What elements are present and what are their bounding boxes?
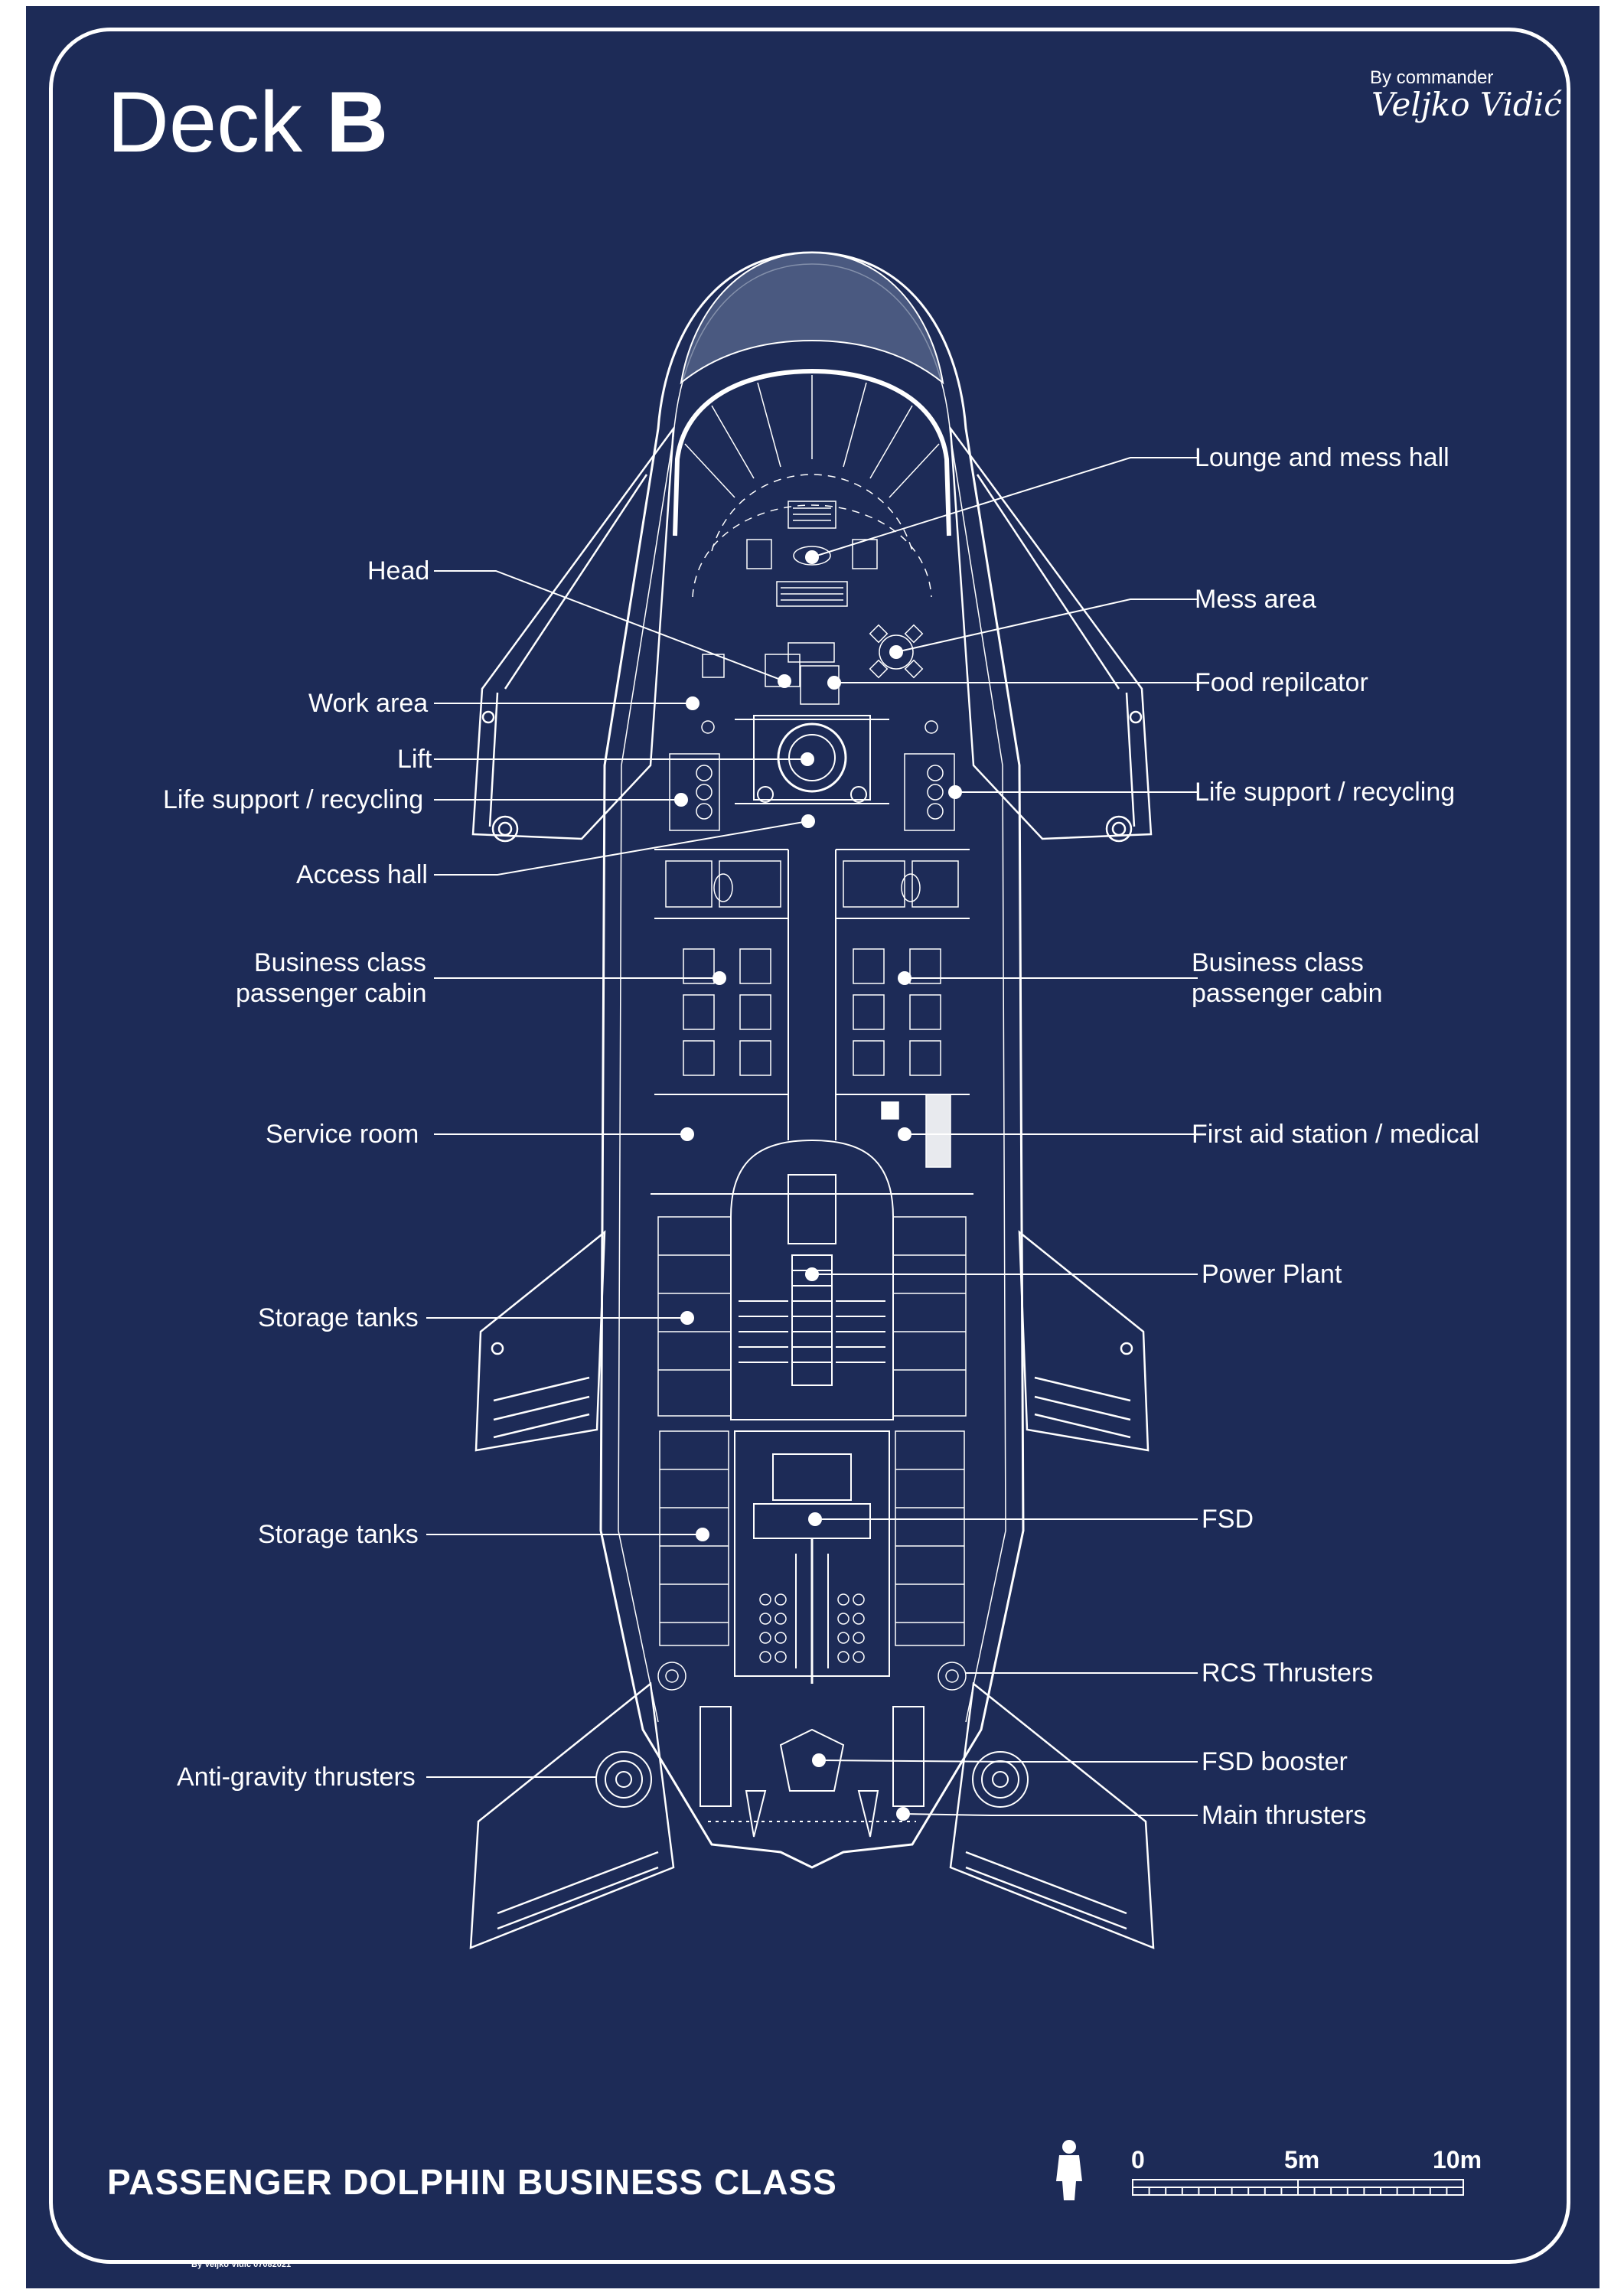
- aft-thrusters: [595, 1706, 1029, 1838]
- power-plant-bay: [730, 1139, 894, 1420]
- callouts-left: [426, 570, 809, 1778]
- label-business-cabin-right-line2: passenger cabin: [1192, 979, 1383, 1008]
- label-life-support-right: Life support / recycling: [1195, 778, 1456, 807]
- deck-title-prefix: Deck: [107, 74, 303, 170]
- scale-label-0: 0: [1131, 2146, 1145, 2174]
- rcs-clusters: [657, 1593, 967, 1691]
- deck-title-letter: B: [326, 74, 389, 170]
- cockpit-spokes: [684, 375, 940, 598]
- mid-fins: [474, 1230, 1150, 1452]
- scale-bar: [1132, 2179, 1464, 2196]
- lounge-furniture: [746, 501, 924, 679]
- label-lift: Lift: [397, 745, 432, 774]
- deck-title: Deck B: [107, 77, 388, 168]
- label-life-support-left: Life support / recycling: [163, 785, 424, 814]
- blueprint-sheet: [26, 6, 1600, 2288]
- label-business-cabin-left-line2: passenger cabin: [236, 979, 427, 1008]
- label-mess-area: Mess area: [1195, 585, 1316, 614]
- label-first-aid: First aid station / medical: [1192, 1120, 1480, 1149]
- author-signature: Veljko Vidić: [1371, 86, 1562, 123]
- label-lounge: Lounge and mess hall: [1195, 443, 1450, 472]
- label-storage-tanks-lower: Storage tanks: [258, 1520, 419, 1549]
- life-support-units: [669, 720, 955, 831]
- scale-label-10m: 10m: [1433, 2146, 1482, 2174]
- label-business-cabin-left-line1: Business class: [254, 948, 426, 977]
- ship-name: PASSENGER DOLPHIN BUSINESS CLASS: [107, 2162, 837, 2202]
- blueprint-frame: [49, 28, 1570, 2264]
- label-fsd-booster: FSD booster: [1202, 1747, 1348, 1776]
- label-fsd: FSD: [1202, 1505, 1254, 1534]
- label-access-hall: Access hall: [296, 860, 428, 889]
- drawing-credit: By Veljko Vidić 07082021: [191, 2260, 292, 2269]
- label-food-replicator: Food repilcator: [1195, 668, 1368, 697]
- label-storage-tanks-upper: Storage tanks: [258, 1303, 419, 1332]
- tail-fins: [469, 1681, 1155, 1949]
- medical-station: [881, 1094, 951, 1168]
- lift-assembly: [735, 715, 889, 804]
- person-silhouette-icon: [1056, 2140, 1082, 2200]
- byline: By commander: [1370, 67, 1494, 88]
- storage-tanks: [657, 1216, 967, 1646]
- label-power-plant: Power Plant: [1202, 1260, 1342, 1289]
- callout-dots: [674, 550, 962, 1821]
- callouts-right: [811, 457, 1198, 1816]
- label-head: Head: [367, 556, 430, 585]
- bulkheads: [651, 849, 973, 1195]
- label-work-area: Work area: [308, 689, 429, 718]
- cockpit-arch: [673, 368, 951, 536]
- label-rcs-thrusters: RCS Thrusters: [1202, 1658, 1374, 1688]
- cabin-seats: [683, 948, 941, 1076]
- scale-label-5m: 5m: [1284, 2146, 1320, 2174]
- fsd-core: [734, 1430, 890, 1684]
- head-and-replicator: [702, 642, 840, 705]
- forward-wings: [471, 425, 1153, 843]
- label-anti-gravity-thrusters: Anti-gravity thrusters: [177, 1763, 416, 1792]
- canopy: [680, 251, 944, 385]
- washrooms: [665, 860, 959, 908]
- label-service-room: Service room: [266, 1120, 419, 1149]
- label-business-cabin-right-line1: Business class: [1192, 948, 1364, 977]
- label-main-thrusters: Main thrusters: [1202, 1801, 1367, 1830]
